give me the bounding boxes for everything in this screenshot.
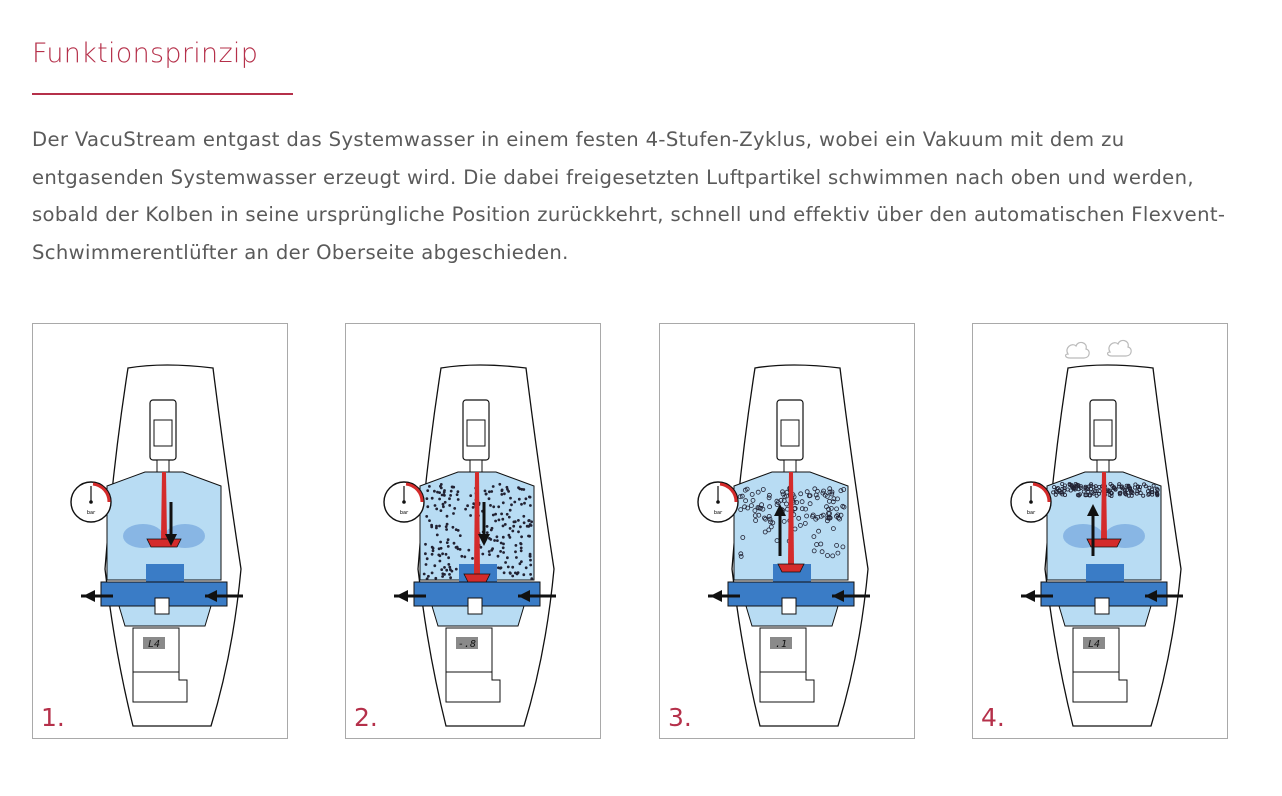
piston-rod — [474, 472, 480, 574]
step-panel-1: bar L4 1. — [32, 323, 288, 739]
lcd-display — [770, 637, 792, 649]
svg-text:L4: L4 — [1088, 639, 1100, 650]
title-underline — [32, 93, 293, 95]
step-panel-3: bar .1 3. — [659, 323, 915, 739]
piston — [777, 563, 805, 573]
svg-text:-.8: -.8 — [458, 639, 476, 650]
lcd-display — [143, 637, 165, 649]
svg-text:bar: bar — [87, 510, 96, 516]
air-release-icon — [1064, 339, 1132, 359]
lcd-display — [1083, 637, 1105, 649]
piston-rod — [788, 472, 794, 564]
svg-text:bar: bar — [400, 510, 409, 516]
svg-text:bar: bar — [1027, 510, 1036, 516]
svg-text:L4: L4 — [148, 639, 160, 650]
pipe — [727, 581, 855, 607]
lcd-display — [456, 637, 478, 649]
vacustream-diagram: bar L4 — [1010, 339, 1183, 727]
piston-rod — [161, 472, 167, 539]
step-panel-4: bar L4 4. — [972, 323, 1228, 739]
vacustream-diagram: bar -.8 — [383, 364, 556, 727]
control-box — [132, 627, 180, 673]
intro-paragraph: Der VacuStream entgast das Systemwasser … — [32, 128, 1226, 264]
vacustream-diagram: bar .1 — [697, 364, 870, 727]
piston — [146, 538, 182, 548]
svg-text:bar: bar — [714, 510, 723, 516]
down-arrow-icon — [165, 502, 177, 546]
down-arrow-icon — [478, 502, 490, 546]
pressure-gauge-icon: bar — [70, 481, 112, 523]
piston-rod — [1101, 472, 1107, 539]
pressure-gauge-icon: bar — [697, 481, 739, 523]
step-number: 2. — [354, 703, 378, 732]
step-number: 3. — [668, 703, 692, 732]
svg-text:.1: .1 — [775, 639, 787, 650]
piston — [1086, 538, 1122, 548]
vacustream-diagram: bar L4 — [70, 364, 243, 727]
up-arrow-icon — [1087, 504, 1099, 556]
pressure-gauge-icon: bar — [383, 481, 425, 523]
up-arrow-icon — [774, 504, 786, 556]
control-box — [1072, 627, 1120, 673]
step-panel-2: bar -.8 2. — [345, 323, 601, 739]
pressure-gauge-icon: bar — [1010, 481, 1052, 523]
control-box — [445, 627, 493, 673]
piston — [463, 573, 491, 583]
step-number: 1. — [41, 703, 65, 732]
page-title: Funktionsprinzip — [32, 38, 259, 69]
control-box — [759, 627, 807, 673]
step-number: 4. — [981, 703, 1005, 732]
